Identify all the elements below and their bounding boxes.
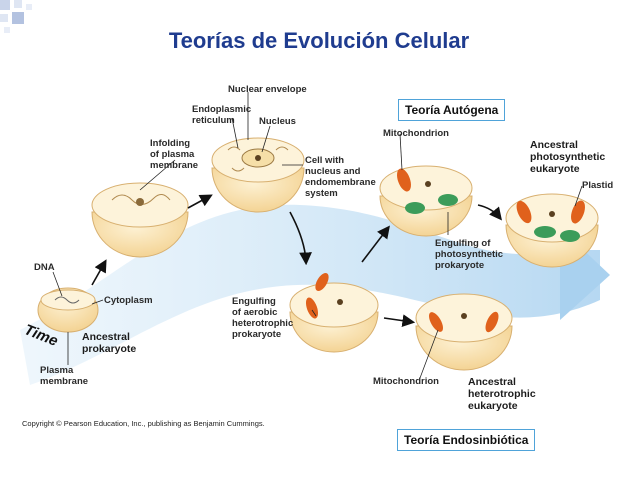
- corner-decoration: [0, 0, 40, 40]
- label-engulf-aer-1: Engulfing: [232, 296, 276, 307]
- label-plasma-2: membrane: [40, 376, 88, 387]
- label-anc-het-1: Ancestral: [468, 376, 516, 388]
- label-anc-photo-1: Ancestral: [530, 139, 578, 151]
- cell-ancestral-prokaryote: [37, 287, 99, 333]
- box-teoria-endosimbiotica: Teoría Endosinbiótica: [397, 429, 536, 451]
- label-anc-prok-2: prokaryote: [82, 343, 136, 355]
- cell-engulfing-photosynthetic: [379, 165, 473, 237]
- label-anc-het-3: eukaryote: [468, 400, 518, 412]
- label-cell-nucleus-1: Cell with: [305, 155, 344, 166]
- label-anc-prok-1: Ancestral: [82, 331, 130, 343]
- label-cell-nucleus-4: system: [305, 188, 338, 199]
- box-teoria-autogena: Teoría Autógena: [398, 99, 506, 121]
- label-plasma-1: Plasma: [40, 365, 74, 376]
- label-engulf-photo-2: photosynthetic: [435, 249, 503, 260]
- page-title: Teorías de Evolución Celular: [168, 28, 470, 53]
- label-infolding-3: membrane: [150, 160, 198, 171]
- label-cell-nucleus-2: nucleus and: [305, 166, 361, 177]
- cell-ancestral-heterotrophic: [415, 293, 513, 371]
- label-anc-het-2: heterotrophic: [468, 388, 536, 400]
- label-er-1: Endoplasmic: [192, 104, 251, 115]
- label-anc-photo-3: eukaryote: [530, 163, 580, 175]
- leader-lines: [52, 92, 583, 379]
- label-engulf-aer-2: of aerobic: [232, 307, 277, 318]
- label-engulf-aer-3: heterotrophic: [232, 318, 293, 329]
- label-engulf-photo-3: prokaryote: [435, 260, 484, 271]
- cell-with-nucleus: [211, 137, 305, 213]
- cell-engulfing-aerobic: [289, 272, 379, 353]
- label-anc-photo-2: photosynthetic: [530, 151, 605, 163]
- label-engulf-photo-1: Engulfing of: [435, 238, 491, 249]
- label-mitochondrion-top: Mitochondrion: [383, 128, 449, 139]
- label-nuclear-envelope: Nuclear envelope: [228, 84, 307, 95]
- copyright-notice: Copyright © Pearson Education, Inc., pub…: [22, 419, 265, 428]
- label-dna: DNA: [34, 262, 55, 273]
- label-cytoplasm: Cytoplasm: [104, 295, 153, 306]
- process-arrows: [91, 194, 502, 327]
- label-infolding-1: Infolding: [150, 138, 190, 149]
- label-plastid: Plastid: [582, 180, 613, 191]
- label-er-2: reticulum: [192, 115, 235, 126]
- label-nucleus: Nucleus: [259, 116, 296, 127]
- label-infolding-2: of plasma: [150, 149, 195, 160]
- cell-infolding: [91, 182, 189, 258]
- label-mitochondrion-bottom: Mitochondrion: [373, 376, 439, 387]
- label-engulf-aer-4: prokaryote: [232, 329, 281, 340]
- label-cell-nucleus-3: endomembrane: [305, 177, 376, 188]
